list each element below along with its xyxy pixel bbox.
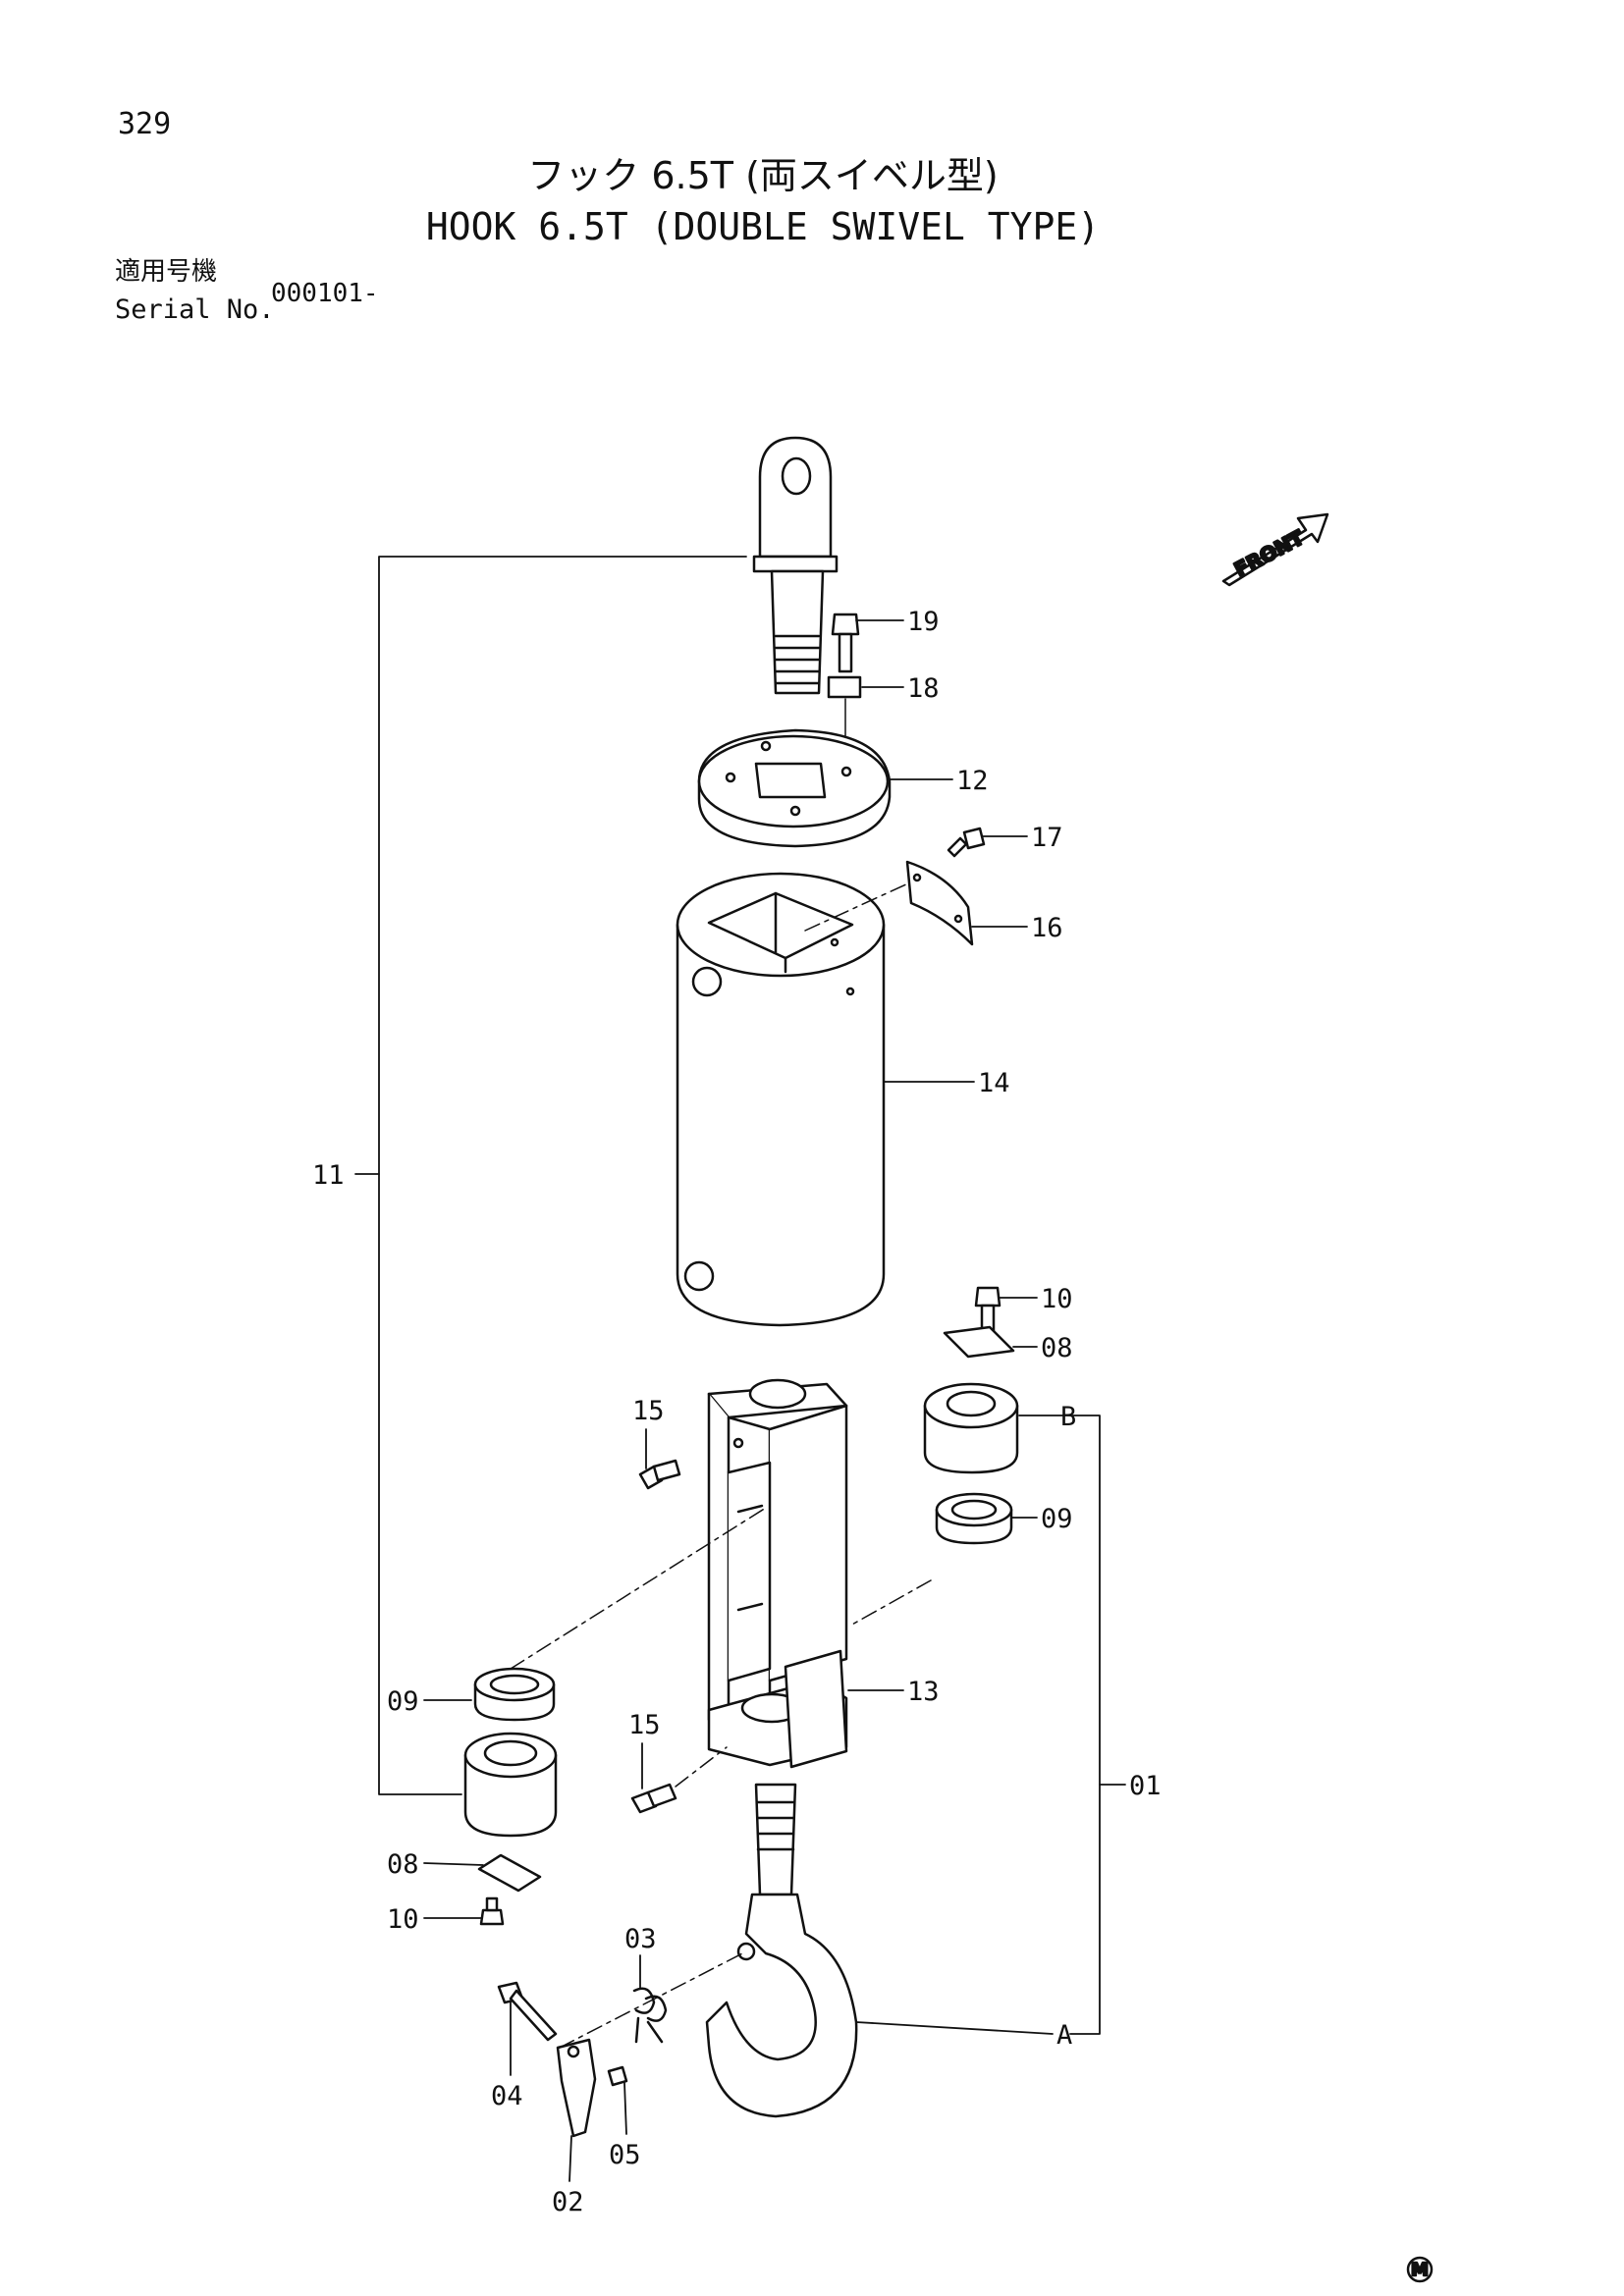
callout-18: 18	[907, 673, 940, 704]
thrust-bearing-09-left	[473, 1667, 556, 1722]
callout-14: 14	[978, 1068, 1010, 1098]
spring-03	[632, 1987, 668, 2044]
callout-15-upper: 15	[632, 1396, 665, 1426]
lock-plate-08-lower	[477, 1853, 542, 1893]
nut-05	[607, 2065, 628, 2087]
swivel-nut-b	[923, 1382, 1019, 1474]
lock-plate-08-upper	[943, 1325, 1015, 1359]
serial-label-japanese: 適用号機	[115, 257, 218, 287]
callout-16: 16	[1031, 913, 1063, 943]
bolt-04	[497, 1981, 558, 2042]
lock-plate-18	[827, 675, 862, 699]
bolt-19	[831, 613, 860, 673]
front-label: FRONT	[1230, 525, 1308, 581]
callout-04: 04	[491, 2081, 523, 2111]
swivel-nut-left	[463, 1732, 558, 1838]
page-number: 329	[118, 107, 172, 141]
callout-15-lower: 15	[628, 1710, 661, 1740]
thrust-plate-12	[697, 728, 892, 848]
serial-number-value: 000101-	[271, 279, 379, 308]
safety-latch-02	[556, 2038, 597, 2138]
bolt-15-upper	[638, 1459, 681, 1490]
callout-08-upper: 08	[1041, 1333, 1073, 1363]
callout-13: 13	[907, 1677, 940, 1707]
callout-17: 17	[1031, 823, 1063, 853]
inner-frame-13	[707, 1378, 848, 1769]
callout-11: 11	[312, 1160, 345, 1191]
callout-08-lower: 08	[387, 1849, 419, 1880]
front-arrow-icon: FRONT	[1221, 512, 1329, 587]
callout-10-upper: 10	[1041, 1284, 1073, 1314]
callout-02: 02	[552, 2187, 584, 2217]
swivel-eye-shaft	[752, 436, 839, 695]
m-mark-icon: M	[1406, 2256, 1434, 2283]
callout-05: 05	[609, 2140, 641, 2170]
callout-19: 19	[907, 607, 940, 637]
callout-09-left: 09	[387, 1686, 419, 1717]
callout-12: 12	[956, 766, 989, 796]
cover-plate-16	[905, 860, 974, 946]
corner-mark: M	[1411, 2260, 1429, 2280]
thrust-bearing-09-right	[935, 1492, 1013, 1545]
page-title-japanese: フック 6.5T (両スイベル型)	[527, 154, 999, 197]
screw-17	[947, 827, 986, 858]
serial-label-english: Serial No.	[115, 294, 275, 325]
callout-b: B	[1060, 1402, 1076, 1432]
callout-a: A	[1056, 2020, 1072, 2051]
page-title-english: HOOK 6.5T (DOUBLE SWIVEL TYPE)	[425, 205, 1101, 248]
callout-10-lower: 10	[387, 1904, 419, 1935]
callout-09-right: 09	[1041, 1504, 1073, 1534]
outer-cylinder-14	[676, 872, 886, 1327]
bolt-10-lower	[479, 1896, 505, 1926]
callout-01: 01	[1129, 1771, 1162, 1801]
hook-body	[705, 1783, 858, 2118]
bolt-15-lower	[630, 1783, 677, 1814]
callout-03: 03	[624, 1924, 657, 1954]
